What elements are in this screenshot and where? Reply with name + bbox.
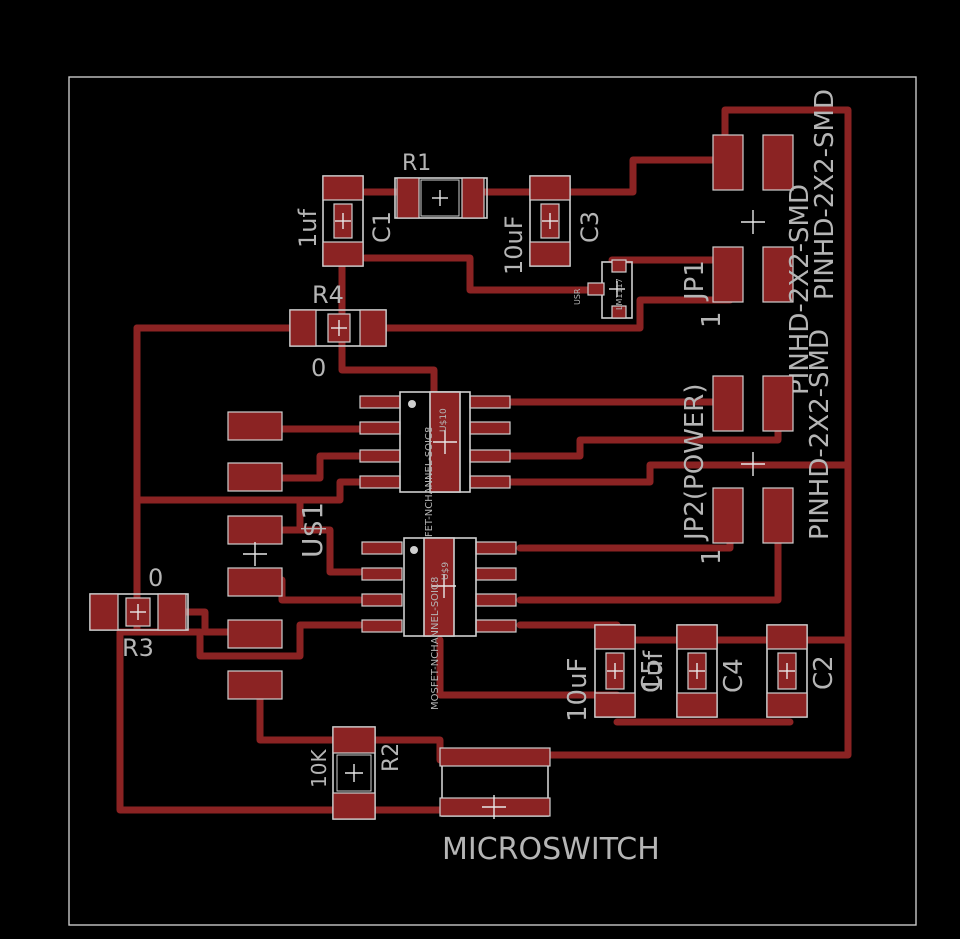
resistor-r4: R4 0 bbox=[289, 281, 387, 382]
label-jp2-pin: 1 bbox=[697, 548, 727, 565]
label-c3: C3 bbox=[576, 211, 604, 243]
label-r2-value: 10K bbox=[307, 749, 331, 788]
resistor-r1: R1 bbox=[394, 151, 488, 219]
label-usr: USR bbox=[573, 288, 582, 305]
label-r3: R3 bbox=[122, 634, 154, 662]
label-pinhd-top: PINHD-2X2-SMD bbox=[810, 89, 840, 300]
label-r4-value: 0 bbox=[311, 354, 326, 382]
label-jp2: JP2(POWER) bbox=[680, 383, 710, 542]
label-c2: C2 bbox=[809, 655, 839, 690]
label-r1: R1 bbox=[402, 151, 431, 176]
board-outline bbox=[68, 76, 917, 926]
label-c1-value: 1uf bbox=[294, 209, 322, 248]
label-u10: U$10 bbox=[439, 408, 449, 432]
capacitor-c3: 10uF C3 bbox=[500, 175, 604, 275]
label-c5-value: 10uF bbox=[563, 657, 593, 722]
label-r3-value: 0 bbox=[148, 564, 163, 592]
header-jp1: JP1 1 PINHD-2X2-SMD PINHD-2X2-SMD bbox=[680, 89, 840, 395]
capacitor-c1: 1uf C1 bbox=[294, 175, 396, 267]
label-mosfet-bottom: MOSFET-NCHANNEL-SOIC8 bbox=[430, 577, 441, 710]
label-c1: C1 bbox=[368, 211, 396, 243]
capacitor-c5: 10uF C5 bbox=[563, 624, 667, 722]
label-us1: U$1 bbox=[296, 502, 329, 558]
capacitor-c4: 1uf C4 bbox=[639, 624, 749, 718]
label-microswitch: MICROSWITCH bbox=[442, 832, 660, 867]
label-jp1: JP1 bbox=[680, 260, 710, 302]
microswitch: MICROSWITCH bbox=[439, 747, 660, 867]
resistor-r3: 0 R3 bbox=[89, 564, 189, 662]
label-r2: R2 bbox=[379, 743, 404, 772]
label-r4: R4 bbox=[312, 281, 344, 309]
resistor-r2: 10K R2 bbox=[307, 726, 404, 820]
connector-us1: U$1 bbox=[227, 411, 329, 700]
label-c3-value: 10uF bbox=[500, 215, 528, 275]
label-pinhd-bottom: PINHD-2X2-SMD bbox=[805, 329, 835, 540]
label-jp1-pin: 1 bbox=[697, 311, 727, 328]
traces bbox=[116, 106, 852, 814]
label-c4-value: 1uf bbox=[639, 650, 669, 693]
capacitor-c2: C2 bbox=[766, 624, 839, 718]
label-u9: U$9 bbox=[441, 562, 451, 580]
label-mosfet-top: MOSFET-NCHANNEL-SOIC8 bbox=[424, 427, 435, 560]
label-lm: LM1117 bbox=[615, 278, 624, 310]
label-pinhd-jp1: PINHD-2X2-SMD bbox=[785, 184, 815, 395]
mosfet-u10: MOSFET-NCHANNEL-SOIC8 U$10 bbox=[359, 391, 511, 560]
label-c5: C5 bbox=[637, 658, 667, 693]
mosfet-u9: MOSFET-NCHANNEL-SOIC8 U$9 bbox=[361, 537, 517, 710]
regulator-u-lm: USR LM1117 bbox=[573, 259, 633, 319]
label-c4: C4 bbox=[719, 658, 749, 693]
header-jp2-power: JP2(POWER) 1 PINHD-2X2-SMD bbox=[680, 329, 835, 565]
